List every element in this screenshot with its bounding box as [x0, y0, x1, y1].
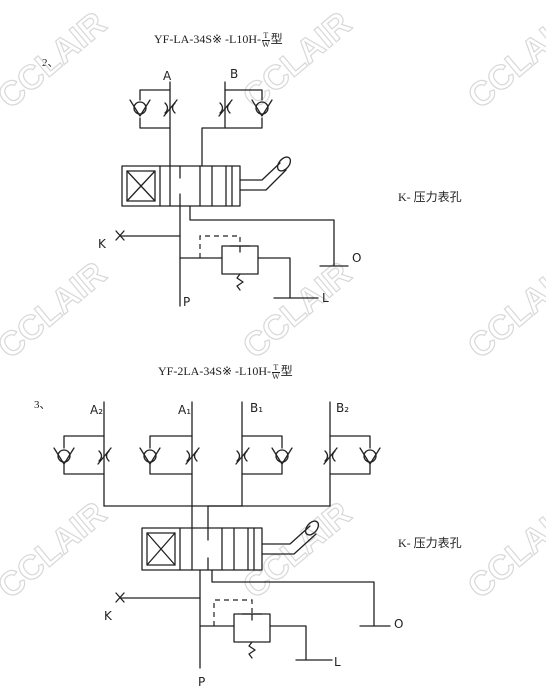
port-o-label: O	[352, 251, 361, 265]
branch-a2	[63, 435, 105, 475]
watermark-text: CCLAIR	[236, 4, 359, 116]
diagram1-circuit: A B O	[98, 67, 361, 309]
throttle-a	[163, 99, 178, 117]
watermark-text: CCLAIR	[0, 254, 114, 366]
relief-valve-lines	[179, 257, 319, 299]
throttle-a1	[185, 447, 200, 465]
spool-cross-box	[146, 532, 176, 566]
branch-a	[139, 89, 171, 129]
check-valve-a-ball	[133, 101, 147, 115]
watermark-text: CCLAIR	[236, 254, 359, 366]
diagram2-title-suffix: 型	[280, 364, 293, 378]
watermark-layer: CCLAIR CCLAIR CCLAIR CCLAIR CCLAIR CCLAI…	[0, 4, 546, 607]
diagram1-number: 2、	[42, 57, 59, 69]
line-b	[201, 81, 226, 167]
throttle-a2	[97, 447, 112, 465]
relief-valve-lines	[199, 625, 333, 661]
line-k	[119, 569, 201, 599]
line-o	[211, 569, 391, 627]
lever-knob-icon	[276, 156, 292, 172]
check-valve-a1-ball	[143, 449, 157, 463]
manifold-b	[207, 505, 331, 529]
spool-valve-dividers	[159, 165, 233, 207]
throttle-b1	[235, 447, 250, 465]
diagram2-number: 3、	[34, 399, 51, 411]
port-b-label: B	[230, 67, 238, 81]
diagram2-note: K- 压力表孔	[398, 536, 462, 550]
port-k-label: K	[104, 609, 113, 623]
check-valve-a2-ball	[57, 449, 71, 463]
port-p-label: P	[198, 675, 205, 689]
diagram2-frac-top: T	[272, 362, 280, 373]
spool-valve-dividers	[179, 527, 255, 571]
branch-b1	[241, 435, 283, 475]
line-o	[189, 205, 349, 267]
port-l-label: L	[334, 655, 341, 669]
diagram1-frac-top: T	[262, 30, 270, 41]
port-b1-label: B₁	[250, 401, 263, 415]
relief-valve-spring-icon	[248, 641, 256, 659]
relief-valve-arrow	[229, 245, 251, 253]
line-k	[119, 205, 181, 237]
throttle-b2	[323, 447, 338, 465]
check-valve-b1-ball	[275, 449, 289, 463]
port-l-label: L	[322, 291, 329, 305]
relief-valve-arrow	[241, 613, 263, 621]
lever-knob-icon	[304, 520, 320, 536]
port-a-label: A	[163, 69, 172, 83]
check-valve-a2-seat	[53, 447, 75, 465]
relief-valve-spring-icon	[236, 273, 244, 291]
check-valve-b1-seat	[271, 447, 293, 465]
port-a1-label: A₁	[178, 403, 191, 417]
port-a2-label: A₂	[90, 403, 103, 417]
check-valve-b-seat	[251, 99, 273, 117]
spool-cross-box	[126, 170, 156, 202]
check-valve-b2-ball	[363, 449, 377, 463]
diagram2-frac-bottom: W	[272, 371, 280, 381]
spool-flow-lines	[169, 165, 181, 207]
relief-valve-pilot	[213, 599, 253, 626]
check-valve-b-ball	[255, 101, 269, 115]
spool-cross	[146, 532, 176, 566]
port-o-label: O	[394, 617, 403, 631]
diagram2-title-main: YF-2LA-34S※ -L10H-	[158, 364, 272, 378]
check-valve-b2-seat	[359, 447, 381, 465]
diagram1-frac-bottom: W	[262, 39, 270, 49]
spool-cross	[126, 170, 156, 202]
spool-valve-body	[141, 527, 263, 571]
check-valve-a-seat	[129, 99, 151, 117]
k-port-cross-icon	[115, 592, 125, 603]
watermark-text: CCLAIR	[0, 494, 114, 606]
diagram1-note: K- 压力表孔	[398, 190, 462, 204]
spool-flow-lines	[191, 527, 209, 571]
lever-arm	[239, 162, 287, 191]
watermark-text: CCLAIR	[461, 494, 546, 606]
port-b2-label: B₂	[336, 401, 349, 415]
k-port-cross-icon	[115, 230, 125, 241]
throttle-b	[218, 99, 233, 117]
spool-valve-body	[121, 165, 241, 207]
diagram1-title-main: YF-LA-34S※ -L10H-	[154, 32, 262, 46]
diagram2-circuit: A₂ A₁ B₁ B₂	[53, 401, 403, 689]
watermark-text: CCLAIR	[461, 4, 546, 116]
branch-b2	[329, 435, 371, 475]
watermark-text: CCLAIR	[461, 254, 546, 366]
port-k-label: K	[98, 237, 107, 251]
diagram1-title-suffix: 型	[270, 32, 283, 46]
port-p-label: P	[183, 295, 190, 309]
relief-valve-pilot	[199, 235, 241, 258]
watermark-text: CCLAIR	[0, 4, 114, 116]
check-valve-a1-seat	[139, 447, 161, 465]
branch-b	[224, 89, 263, 129]
lever-arm	[261, 525, 317, 555]
branch-a1	[149, 435, 193, 475]
